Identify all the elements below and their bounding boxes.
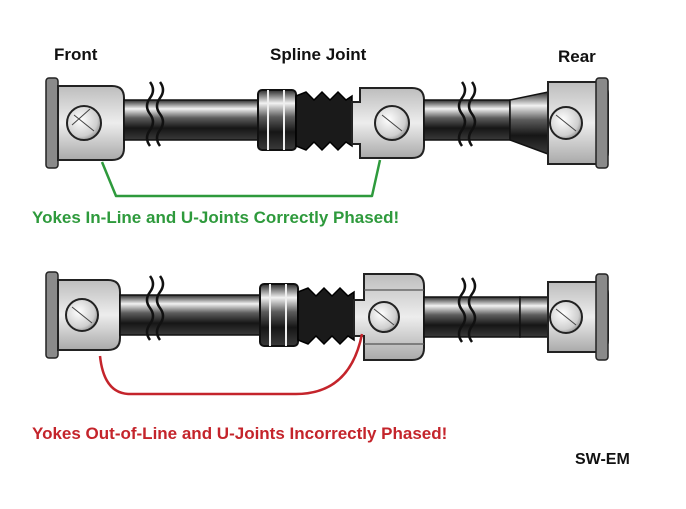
rear-tube	[423, 296, 521, 338]
correct-phasing-caption: Yokes In-Line and U-Joints Correctly Pha…	[32, 208, 400, 227]
break-mark	[145, 81, 155, 147]
author-credit: SW-EM	[575, 451, 630, 468]
incorrect-phasing-caption: Yokes Out-of-Line and U-Joints Incorrect…	[32, 424, 448, 443]
rear-label: Rear	[558, 47, 596, 66]
slip-collar	[257, 89, 297, 151]
spline-joint-label: Spline Joint	[270, 45, 367, 64]
slip-collar	[259, 283, 299, 347]
rear-taper	[509, 91, 549, 156]
front-flange	[45, 77, 59, 169]
shaft-incorrect	[45, 271, 609, 361]
shaft-correct	[45, 77, 609, 169]
spline-boot	[295, 90, 353, 152]
front-tube	[123, 99, 265, 141]
rear-flange	[595, 77, 609, 169]
correct-phase-connector	[100, 159, 382, 198]
front-label: Front	[54, 45, 98, 64]
front-flange	[45, 271, 59, 359]
rear-tube	[423, 99, 511, 141]
front-tube	[119, 294, 267, 336]
incorrect-phase-connector	[98, 333, 364, 396]
rear-flange	[595, 273, 609, 361]
spline-boot	[297, 286, 355, 346]
